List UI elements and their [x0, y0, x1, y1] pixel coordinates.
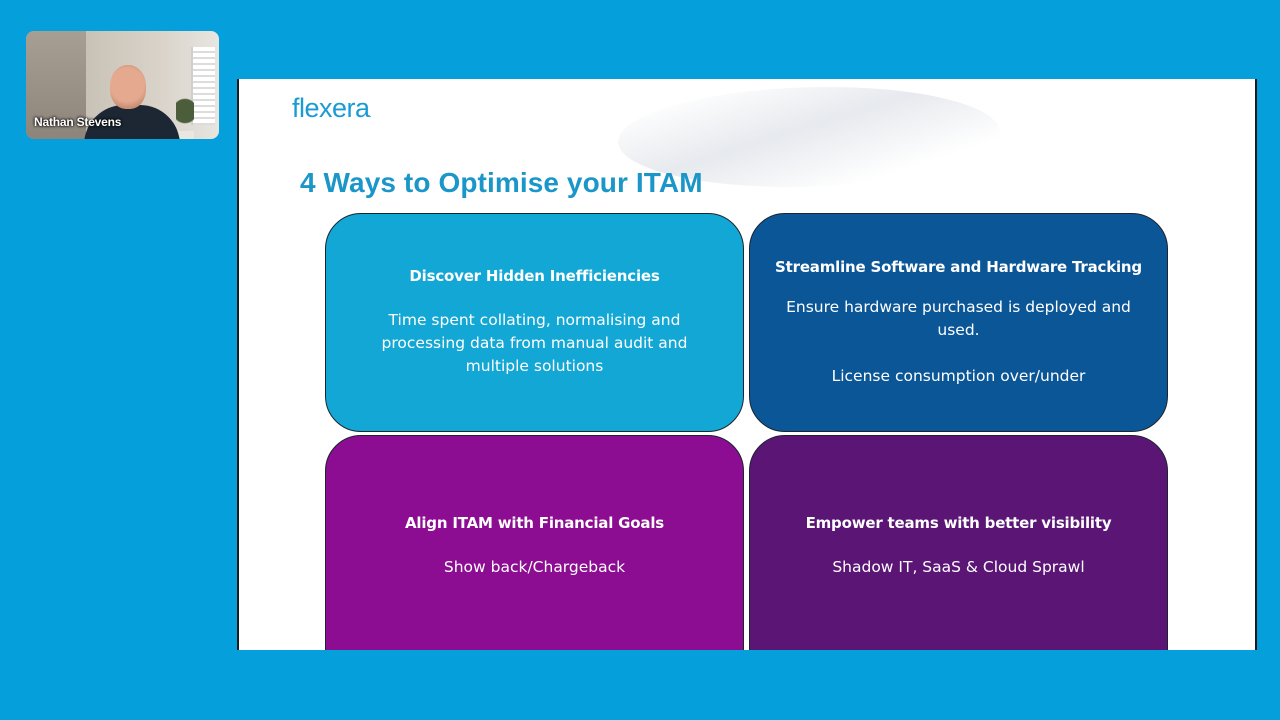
- logo-text: flexera: [292, 93, 370, 123]
- video-background-window: [191, 47, 215, 125]
- card-body: Ensure hardware purchased is deployed an…: [786, 297, 1131, 339]
- card-heading: Empower teams with better visibility: [805, 513, 1112, 532]
- video-background-wall: [26, 31, 86, 139]
- participant-video-tile[interactable]: Nathan Stevens: [26, 31, 219, 139]
- logo-mark: .: [369, 110, 372, 119]
- slide-title: 4 Ways to Optimise your ITAM: [300, 167, 703, 198]
- card-heading: Align ITAM with Financial Goals: [404, 513, 664, 532]
- card-heading: Discover Hidden Inefficiencies: [409, 267, 660, 285]
- flexera-logo: flexera.: [292, 93, 372, 124]
- card-heading: Streamline Software and Hardware Trackin…: [775, 257, 1142, 276]
- card-body: Shadow IT, SaaS & Cloud Sprawl: [832, 557, 1085, 576]
- card-body: Time spent collating, normalising and pr…: [381, 311, 688, 375]
- card-streamline-tracking: Streamline Software and Hardware Trackin…: [749, 213, 1168, 432]
- card-body: Show back/Chargeback: [443, 557, 626, 576]
- video-background-plant: [176, 95, 194, 135]
- card-discover-inefficiencies: Discover Hidden Inefficiencies Time spen…: [325, 213, 744, 432]
- card-body: License consumption over/under: [831, 366, 1086, 385]
- card-empower-teams: Empower teams with better visibility Sha…: [749, 435, 1168, 650]
- participant-name-label: Nathan Stevens: [34, 115, 122, 129]
- participant-head: [110, 65, 146, 109]
- card-align-financial-goals: Align ITAM with Financial Goals Show bac…: [325, 435, 744, 650]
- shared-slide: flexera. 4 Ways to Optimise your ITAM Di…: [237, 79, 1257, 650]
